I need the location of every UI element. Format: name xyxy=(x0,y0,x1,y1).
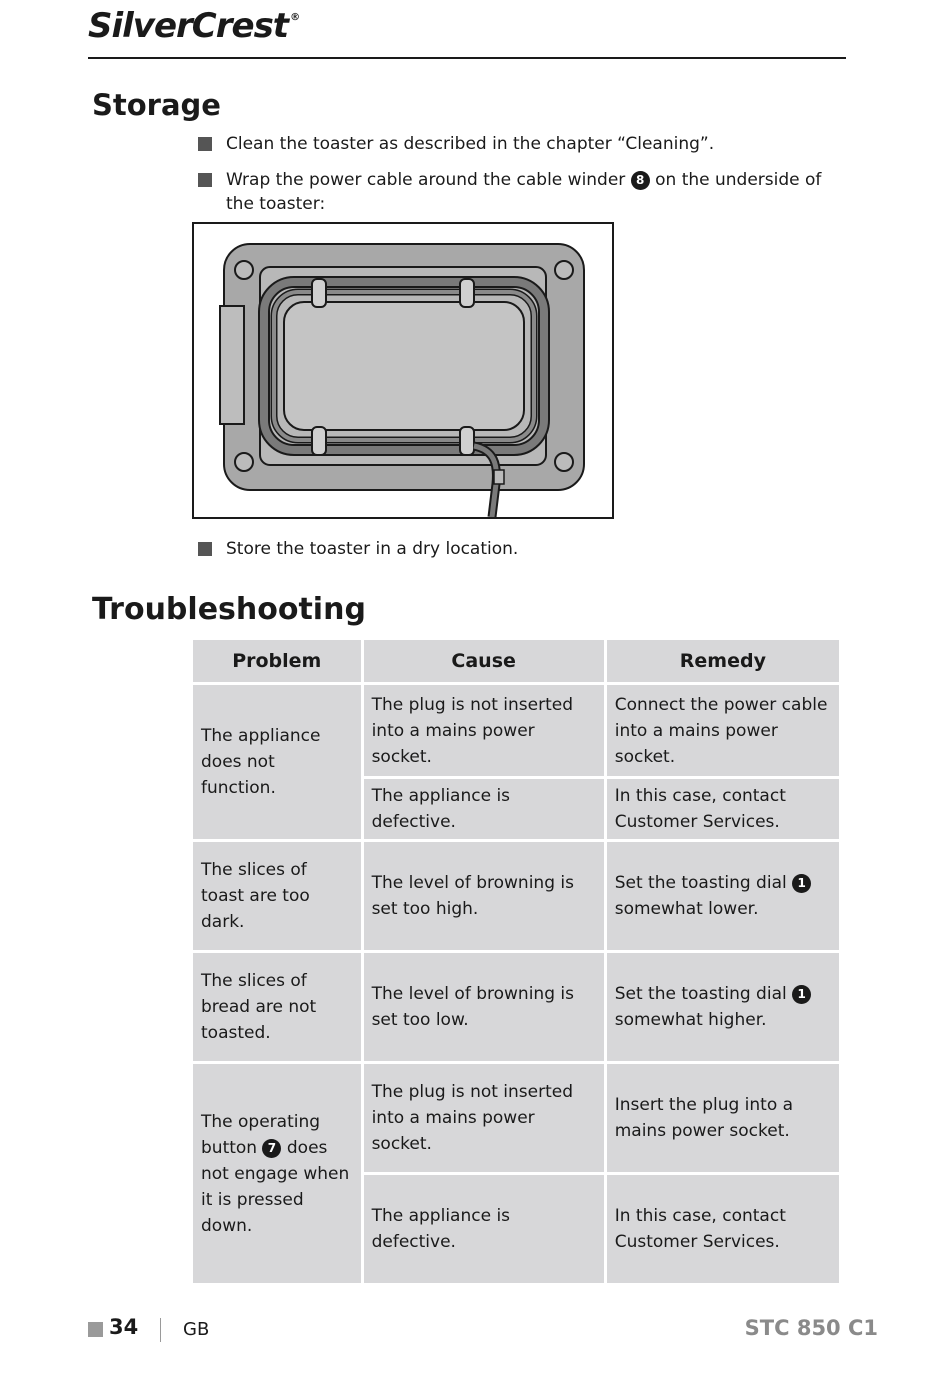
brand-logo: SilverCrest® xyxy=(88,6,300,46)
cause-cell: The level of browning is set too low. xyxy=(363,953,604,1061)
ref-number-badge: 7 xyxy=(262,1138,282,1158)
bullet-square-icon xyxy=(198,542,212,556)
storage-bullet-clean: Clean the toaster as described in the ch… xyxy=(198,132,846,156)
remedy-cell: In this case, contact Customer Services. xyxy=(606,1175,839,1283)
header-problem: Problem xyxy=(193,640,361,682)
problem-cell: The slices of toast are too dark. xyxy=(193,842,361,950)
problem-cell: The operating button 7 does not engage w… xyxy=(193,1064,361,1283)
page-number: 34 xyxy=(109,1315,139,1339)
storage-bullet-dry: Store the toaster in a dry location. xyxy=(198,537,846,561)
language-code: GB xyxy=(183,1319,210,1340)
ref-number-badge: 1 xyxy=(792,985,812,1004)
problem-cell: The appliance does not function. xyxy=(193,685,361,839)
toaster-underside-icon xyxy=(219,243,585,517)
remedy-cell: In this case, contact Customer Services. xyxy=(606,779,839,839)
table-row: The operating button 7 does not engage w… xyxy=(193,1064,839,1283)
cause-cell: The appliance is defective. xyxy=(363,1175,604,1283)
storage-heading: Storage xyxy=(92,88,221,122)
problem-cell: The slices of bread are not toasted. xyxy=(193,953,361,1061)
remedy-cell: Connect the power cable into a mains pow… xyxy=(606,685,839,776)
troubleshooting-table: Problem Cause Remedy The appliance does … xyxy=(190,637,842,1286)
ref-number-badge: 8 xyxy=(630,171,650,190)
troubleshooting-heading: Troubleshooting xyxy=(92,592,366,627)
table-row: The appliance does not function. The plu… xyxy=(193,685,839,839)
footer-divider xyxy=(160,1318,161,1342)
table-row: The slices of bread are not toasted. The… xyxy=(193,953,839,1061)
header-cause: Cause xyxy=(363,640,604,682)
remedy-cell: Insert the plug into a mains power socke… xyxy=(606,1064,839,1172)
cause-cell: The plug is not inserted into a mains po… xyxy=(363,1064,604,1172)
header-remedy: Remedy xyxy=(606,640,839,682)
bullet-square-icon xyxy=(198,137,212,151)
footer-square-icon xyxy=(88,1322,103,1337)
storage-bullet-wrap: Wrap the power cable around the cable wi… xyxy=(198,168,846,216)
cause-cell: The level of browning is set too high. xyxy=(363,842,604,950)
cause-cell: The plug is not inserted into a mains po… xyxy=(363,685,604,776)
model-number: STC 850 C1 xyxy=(744,1316,878,1340)
remedy-cell: Set the toasting dial 1 somewhat lower. xyxy=(606,842,839,950)
header-rule xyxy=(88,57,846,59)
cause-cell: The appliance is defective. xyxy=(363,779,604,839)
table-header-row: Problem Cause Remedy xyxy=(193,640,839,682)
table-row: The appliance is defective. In this case… xyxy=(193,1175,839,1283)
ref-number-badge: 1 xyxy=(792,874,812,893)
cable-winder-illustration xyxy=(192,222,614,519)
remedy-cell: Set the toasting dial 1 somewhat higher. xyxy=(606,953,839,1061)
bullet-square-icon xyxy=(198,173,212,187)
table-row: The slices of toast are too dark. The le… xyxy=(193,842,839,950)
table-row: The appliance is defective. In this case… xyxy=(193,779,839,839)
